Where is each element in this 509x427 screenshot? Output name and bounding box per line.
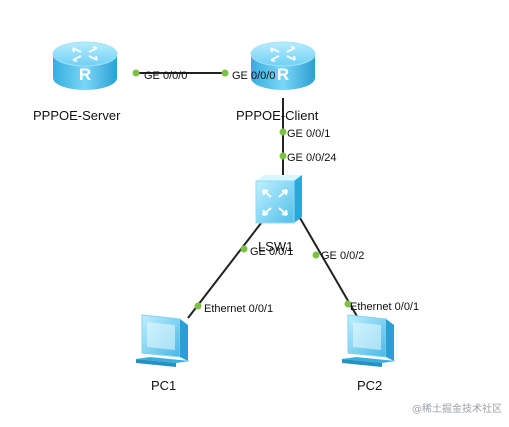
port-label: GE 0/0/0 [232, 70, 275, 82]
port-dot [194, 302, 202, 310]
switch-icon[interactable] [255, 175, 302, 224]
router-icon[interactable]: R [250, 41, 316, 90]
device-label-pc1: PC1 [151, 378, 176, 393]
link-switch-pc1 [187, 217, 266, 319]
port-label: GE 0/0/1 [250, 246, 293, 258]
port-dots [132, 69, 352, 310]
svg-text:R: R [277, 65, 289, 84]
pc-icon[interactable] [342, 314, 396, 367]
port-dot [279, 152, 287, 160]
port-label: Ethernet 0/0/1 [204, 303, 273, 315]
router-icon[interactable]: R [52, 41, 118, 90]
port-label: Ethernet 0/0/1 [350, 301, 419, 313]
port-label: GE 0/0/2 [321, 250, 364, 262]
port-dot [221, 69, 229, 77]
port-dot [240, 245, 248, 253]
svg-text:R: R [79, 65, 91, 84]
port-dot [344, 300, 352, 308]
port-label: GE 0/0/1 [287, 128, 330, 140]
port-label: GE 0/0/0 [144, 70, 187, 82]
device-label-server: PPPOE-Server [33, 108, 121, 123]
pc-icon[interactable] [136, 314, 190, 367]
port-dot [279, 128, 287, 136]
port-dot [312, 251, 320, 259]
port-label: GE 0/0/24 [287, 152, 337, 164]
device-label-pc2: PC2 [357, 378, 382, 393]
device-label-client: PPPOE-Client [236, 108, 319, 123]
watermark: @稀土掘金技术社区 [412, 402, 502, 415]
device-label-switch: LSW1 [258, 239, 293, 254]
port-dot [132, 69, 140, 77]
